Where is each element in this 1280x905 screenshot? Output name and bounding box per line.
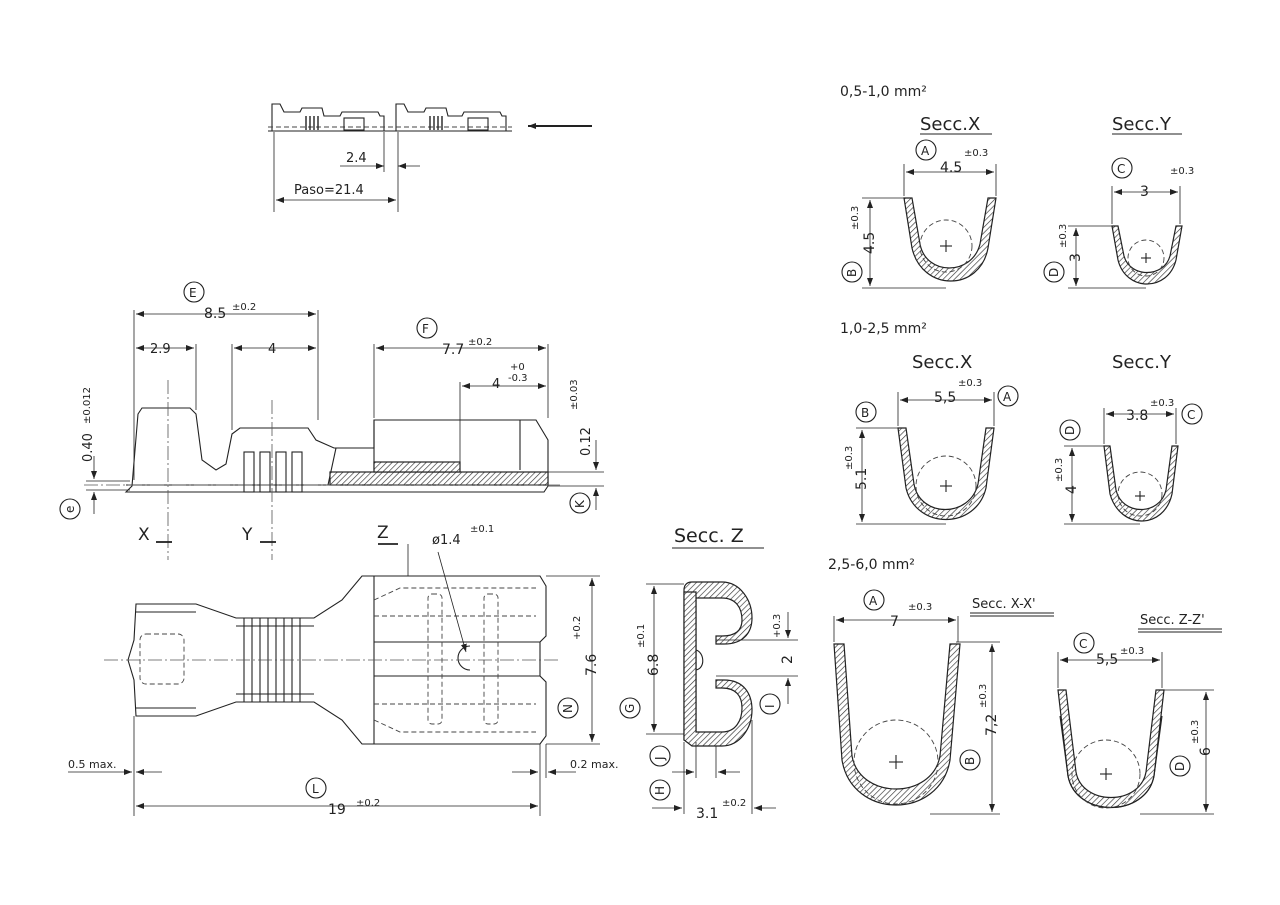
dim-012: 0.12 bbox=[579, 427, 594, 456]
range3-callout-d: D bbox=[1173, 762, 1187, 771]
secc-z-dim-2: 2 bbox=[780, 655, 796, 664]
dim-012-tol: ±0.03 bbox=[569, 379, 580, 410]
range3-tol-b: ±0.3 bbox=[978, 684, 989, 708]
range2-dim-d: 4 bbox=[1064, 485, 1080, 494]
range2-label: 1,0-2,5 mm² bbox=[840, 321, 927, 337]
range1-callout-d: D bbox=[1047, 268, 1061, 277]
range3-callout-b: B bbox=[963, 757, 977, 765]
section-z-view: Secc. Z 6.8 ±0.1 2 +0.3 G I J H 3.1 ±0.2 bbox=[619, 525, 798, 822]
range1-callout-a: A bbox=[921, 144, 930, 158]
callout-f: F bbox=[422, 322, 429, 336]
range2-secc-y-title: Secc.Y bbox=[1112, 352, 1172, 373]
range2-dim-c: 3.8 bbox=[1126, 408, 1148, 424]
range2-callout-b: B bbox=[861, 406, 869, 420]
secc-z-tol-68: ±0.1 bbox=[636, 624, 647, 648]
range2-dim-a: 5,5 bbox=[934, 390, 956, 406]
range1-tol-b: ±0.3 bbox=[850, 206, 861, 230]
range2-callout-c: C bbox=[1187, 408, 1195, 422]
range1-label: 0,5-1,0 mm² bbox=[840, 84, 927, 100]
range1-dim-d: 3 bbox=[1068, 253, 1084, 262]
callout-n: N bbox=[561, 704, 575, 713]
dim-19-tol: ±0.2 bbox=[356, 798, 380, 809]
callout-e-upper: E bbox=[189, 286, 197, 300]
range2-callout-a: A bbox=[1003, 390, 1012, 404]
range1-dim-c: 3 bbox=[1140, 184, 1149, 200]
dim-040-tol: ±0.012 bbox=[82, 387, 93, 424]
dim-f-value: 7.7 bbox=[442, 342, 464, 358]
dim-02max: 0.2 max. bbox=[570, 758, 618, 771]
range2-tol-c: ±0.3 bbox=[1150, 398, 1174, 409]
section-z-title: Secc. Z bbox=[674, 525, 744, 547]
range3-dim-c: 5,5 bbox=[1096, 652, 1118, 668]
callout-j: J bbox=[653, 756, 667, 761]
range3-sections: 2,5-6,0 mm² Secc. X-X' Secc. Z-Z' A 7 ±0… bbox=[828, 557, 1222, 815]
pitch-dim: 2.4 bbox=[346, 151, 367, 166]
range2-callout-d: D bbox=[1063, 426, 1077, 435]
range3-dim-b: 7,2 bbox=[984, 714, 1000, 736]
range3-secc-y-title: Secc. Z-Z' bbox=[1140, 613, 1205, 628]
dim-19: 19 bbox=[328, 802, 346, 818]
secc-z-dim-31: 3.1 bbox=[696, 806, 718, 822]
range3-callout-a: A bbox=[869, 594, 878, 608]
secc-z-tol-2: +0.3 bbox=[772, 614, 783, 638]
dim-040: 0.40 bbox=[81, 433, 96, 462]
range1-sections: 0,5-1,0 mm² Secc.X Secc.Y A 4.5 ±0.3 4.5… bbox=[840, 84, 1194, 289]
dim-4b: 4 bbox=[492, 377, 500, 392]
range2-secc-x-title: Secc.X bbox=[912, 352, 972, 373]
range3-tol-c: ±0.3 bbox=[1120, 646, 1144, 657]
dim-05max: 0.5 max. bbox=[68, 758, 116, 771]
dim-76: 7.6 bbox=[584, 654, 600, 676]
dim-4b-tol-minus: -0.3 bbox=[508, 373, 528, 384]
range2-tol-b: ±0.3 bbox=[844, 446, 855, 470]
range2-dim-b: 5.1 bbox=[854, 468, 870, 490]
callout-l: L bbox=[312, 782, 319, 796]
range3-label: 2,5-6,0 mm² bbox=[828, 557, 915, 573]
hole-dim: ø1.4 bbox=[432, 533, 461, 548]
range3-dim-a: 7 bbox=[890, 614, 899, 630]
hole-tol: ±0.1 bbox=[470, 524, 494, 535]
range1-tol-d: ±0.3 bbox=[1058, 224, 1069, 248]
range3-tol-d: ±0.3 bbox=[1190, 720, 1201, 744]
dim-e-value: 8.5 bbox=[204, 306, 226, 322]
range3-tol-a: ±0.3 bbox=[908, 602, 932, 613]
range1-secc-y-title: Secc.Y bbox=[1112, 114, 1172, 135]
callout-g: G bbox=[623, 704, 637, 713]
secc-z-tol-31: ±0.2 bbox=[722, 798, 746, 809]
callout-h: H bbox=[653, 786, 667, 795]
callout-k: K bbox=[573, 499, 587, 508]
range2-tol-d: ±0.3 bbox=[1054, 458, 1065, 482]
range3-secc-x-title: Secc. X-X' bbox=[972, 597, 1036, 612]
callout-e-lower: e bbox=[63, 506, 77, 513]
terminal-top-view: Z ø1.4 ±0.1 7.6 +0.2 N 0.5 max. 0.2 max.… bbox=[68, 523, 618, 818]
dim-76-tol: +0.2 bbox=[572, 616, 583, 640]
paso-dim: Paso=21.4 bbox=[294, 183, 364, 198]
terminal-side-view: X Y E 8.5 ±0.2 2.9 4 F 7.7 ±0.2 4 +0 -0.… bbox=[59, 281, 604, 560]
range1-dim-a: 4.5 bbox=[940, 160, 962, 176]
range2-tol-a: ±0.3 bbox=[958, 378, 982, 389]
range1-tol-a: ±0.3 bbox=[964, 148, 988, 159]
dim-4a: 4 bbox=[268, 342, 276, 357]
range1-tol-c: ±0.3 bbox=[1170, 166, 1194, 177]
section-z-label: Z bbox=[377, 523, 389, 543]
range1-dim-b: 4.5 bbox=[862, 232, 878, 254]
dim-e-tol: ±0.2 bbox=[232, 302, 256, 313]
range1-secc-x-title: Secc.X bbox=[920, 114, 980, 135]
secc-z-dim-68: 6.8 bbox=[646, 654, 662, 676]
range2-sections: 1,0-2,5 mm² Secc.X Secc.Y 5,5 ±0.3 A 5.1… bbox=[840, 321, 1203, 525]
range1-callout-b: B bbox=[845, 269, 859, 277]
range3-dim-d: 6 bbox=[1198, 747, 1214, 756]
section-x-label: X bbox=[138, 525, 150, 545]
dim-29: 2.9 bbox=[150, 342, 171, 357]
callout-i: I bbox=[763, 704, 777, 708]
dim-f-tol: ±0.2 bbox=[468, 337, 492, 348]
range1-callout-c: C bbox=[1117, 162, 1125, 176]
section-y-label: Y bbox=[241, 525, 253, 545]
dim-4b-tol-plus: +0 bbox=[510, 362, 525, 373]
range3-callout-c: C bbox=[1079, 637, 1087, 651]
strip-view: 2.4 Paso=21.4 bbox=[268, 103, 592, 212]
